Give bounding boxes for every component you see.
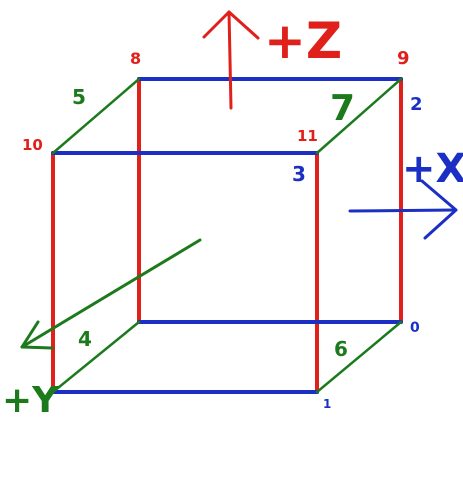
- edge-label-4: 4: [78, 327, 92, 351]
- z-axis-label: +Z: [264, 12, 342, 70]
- edge-diag-4: [51, 320, 141, 394]
- edge-label-7: 7: [330, 88, 355, 129]
- vertex-label-2: 2: [410, 94, 423, 115]
- z-axis-arrow: [202, 10, 260, 110]
- x-axis-arrow: [348, 179, 458, 240]
- edge-diag-7: [315, 77, 403, 155]
- vertex-label-3: 3: [292, 162, 306, 186]
- vertex-label-8: 8: [130, 49, 141, 68]
- edge-diag-6: [315, 320, 403, 394]
- y-axis-label: +Y: [2, 380, 59, 421]
- edge-label-5: 5: [72, 85, 86, 109]
- vertex-label-9: 9: [397, 48, 410, 69]
- vertex-label-11: 11: [297, 127, 318, 145]
- x-axis-label: +X: [402, 146, 463, 192]
- vertical-edges: [51, 77, 403, 394]
- edge-label-6: 6: [334, 337, 348, 361]
- y-edges: [51, 77, 403, 394]
- x-edges: [51, 77, 403, 394]
- edge-diag-5: [51, 77, 141, 155]
- y-axis-arrow: [20, 238, 202, 350]
- vertex-label-1: 1: [323, 397, 331, 411]
- vertex-label-0: 0: [410, 320, 420, 336]
- vertex-label-10: 10: [22, 136, 43, 154]
